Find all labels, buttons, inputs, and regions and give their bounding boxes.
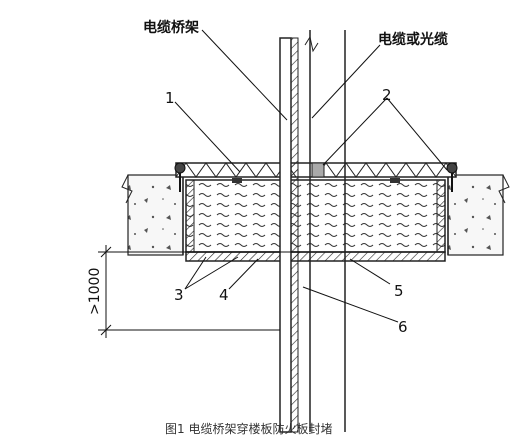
label-cable-or-fiber: 电缆或光缆 [378, 31, 448, 48]
label-6: 6 [398, 318, 408, 336]
label-cable-tray: 电缆桥架 [143, 19, 199, 36]
label-1: 1 [165, 89, 175, 107]
label-3: 3 [174, 286, 184, 304]
label-2: 2 [382, 86, 392, 104]
cable-tray [279, 30, 346, 433]
leader-lines [174, 29, 448, 323]
figure-caption: 图1 电缆桥架穿楼板防火板封堵 [165, 421, 332, 436]
label-5: 5 [394, 282, 404, 300]
floor-slab [121, 174, 510, 256]
label-4: 4 [219, 286, 229, 304]
top-fire-board [174, 162, 458, 192]
fire-filler [185, 179, 446, 253]
dimension-mark [98, 245, 300, 338]
bottom-fire-board [185, 251, 446, 262]
dimension-label: >1000 [87, 268, 103, 315]
